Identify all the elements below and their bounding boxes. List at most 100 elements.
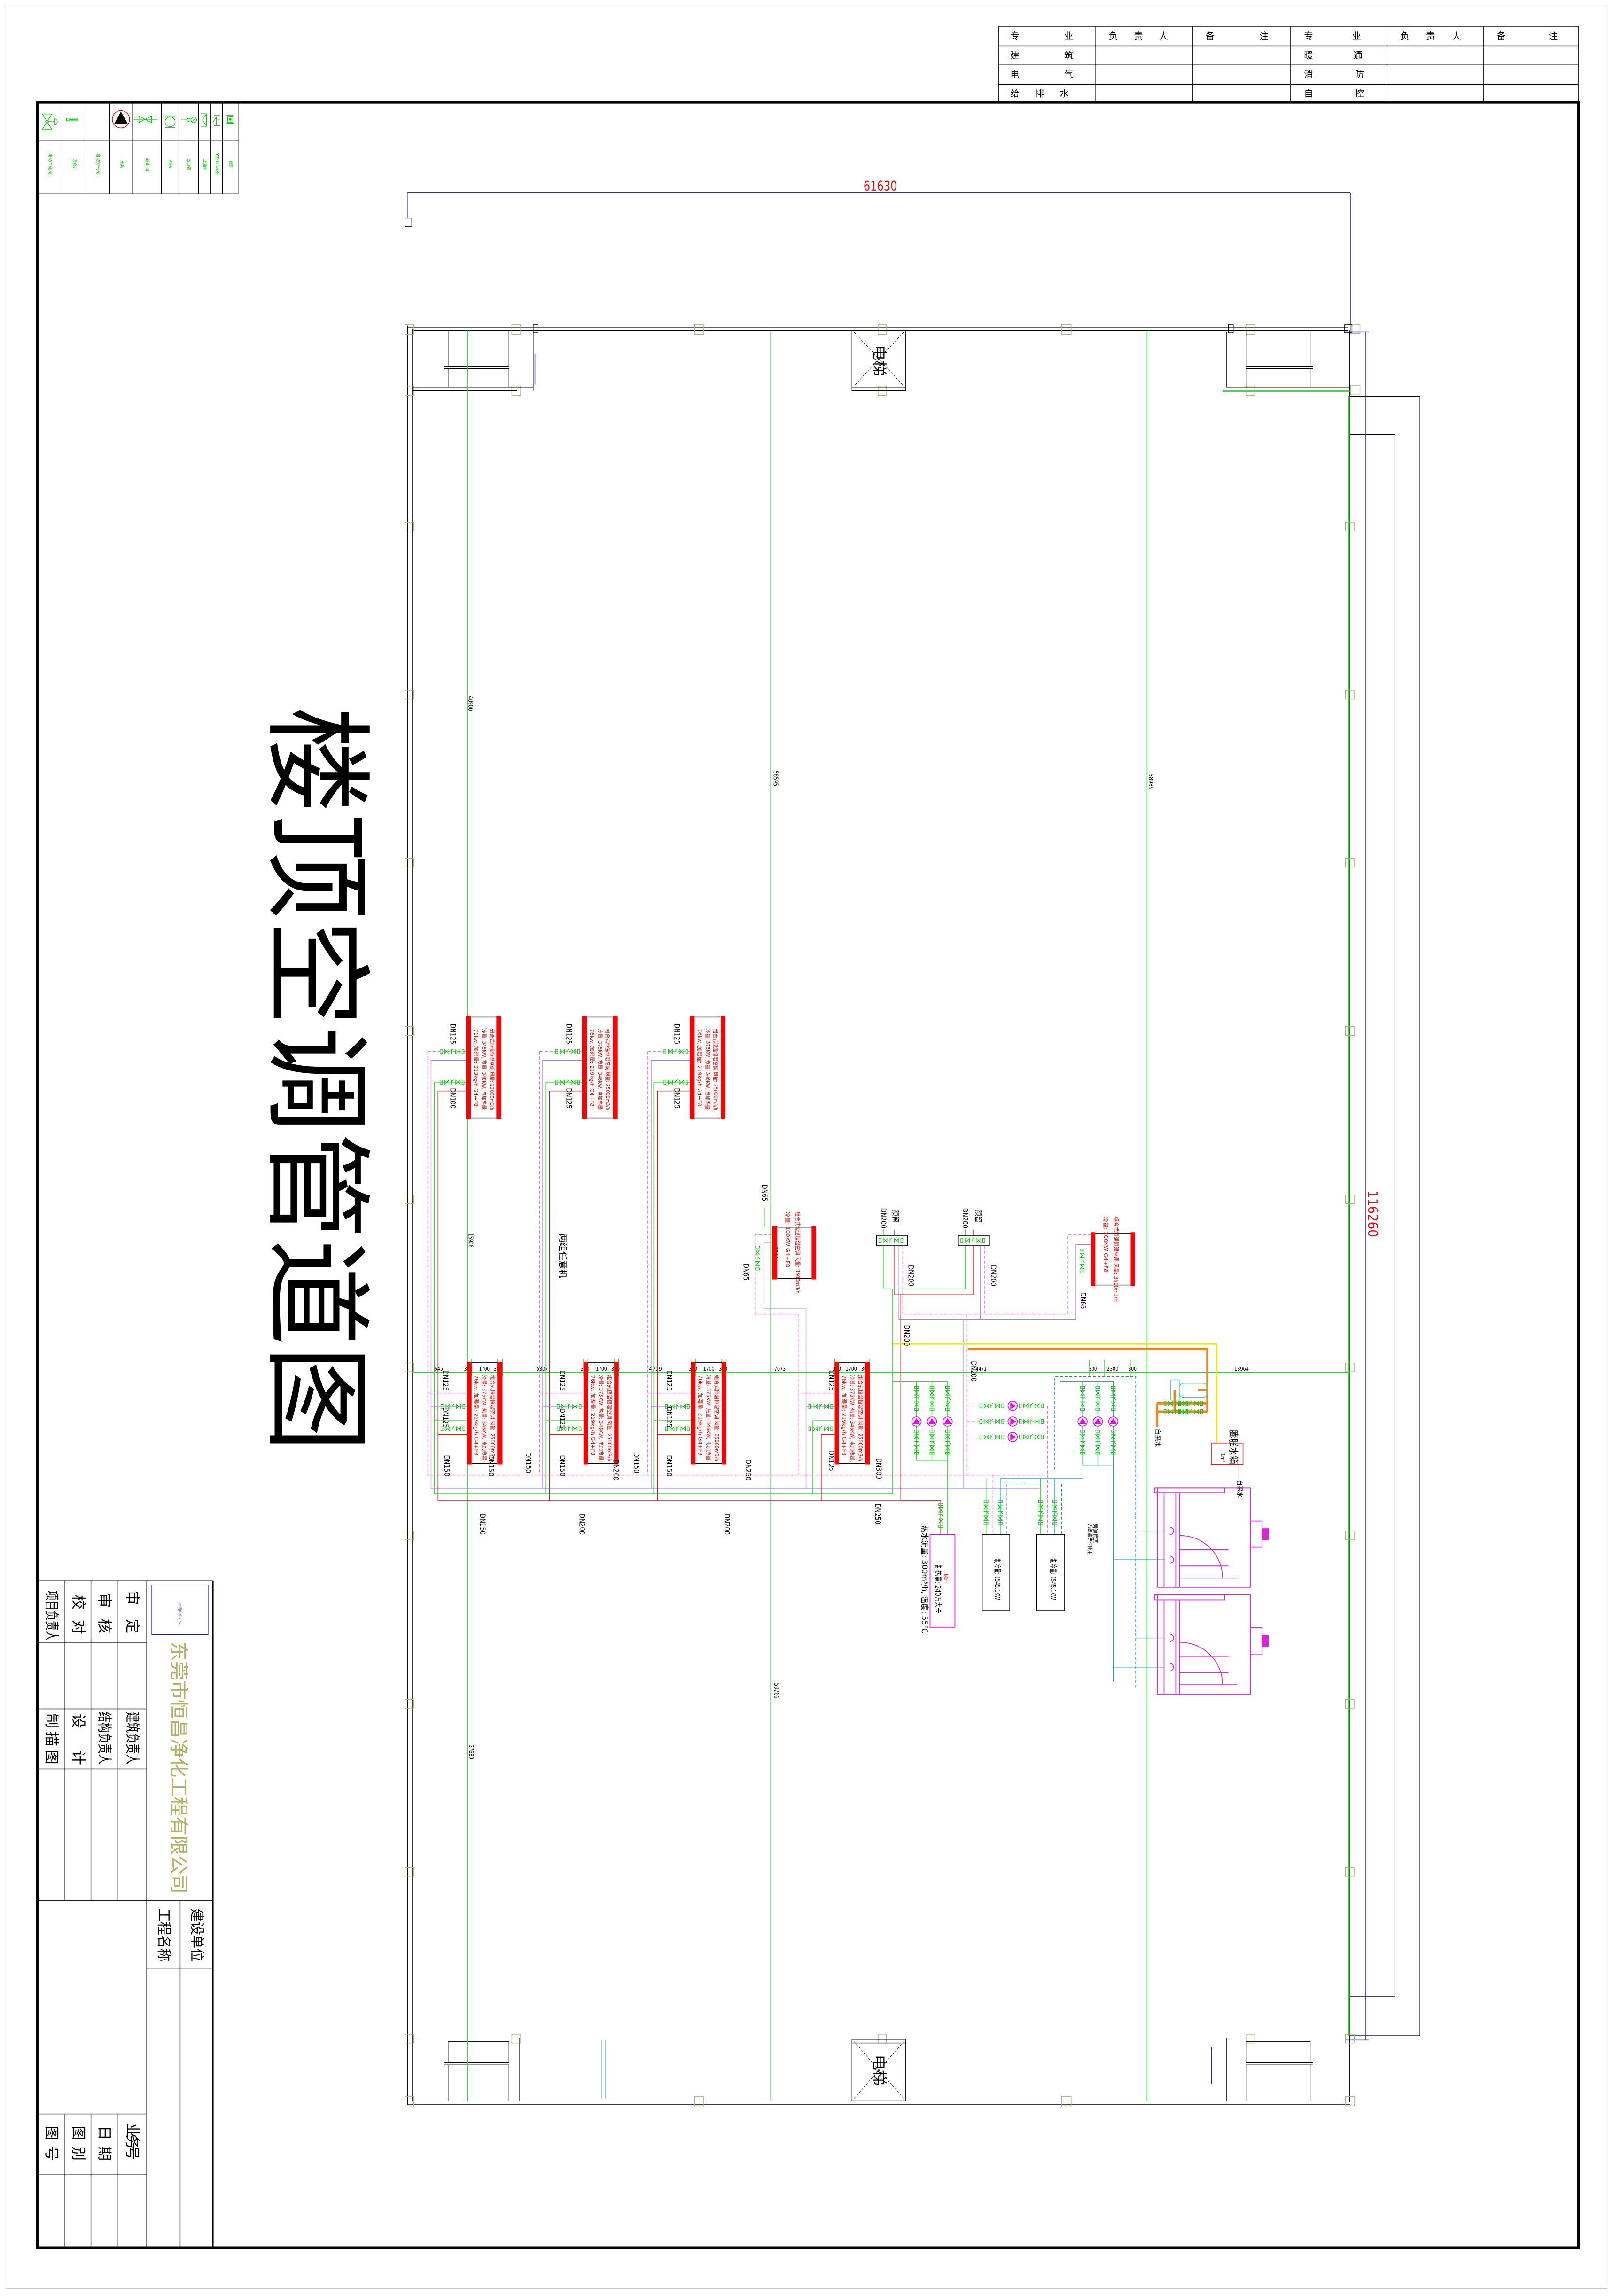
pipe-riser xyxy=(539,1051,799,1475)
column-marker xyxy=(405,2096,414,2107)
bypass-note: 旁通管道 系统清洗时使用 xyxy=(1087,1524,1099,1554)
column-marker xyxy=(405,858,414,868)
pipe-reserved-supply xyxy=(883,1229,966,1494)
stair-bottom-right xyxy=(1211,2038,1350,2101)
pipe-size-label: DN200 xyxy=(903,1325,911,1346)
unit-section xyxy=(772,1226,778,1280)
legend-label: 电动二通阀 xyxy=(47,153,53,174)
legend-label: 温度计 xyxy=(71,159,77,171)
legend-label: 压力表 xyxy=(187,159,192,171)
unit-section xyxy=(1091,1232,1096,1286)
elevator-cross xyxy=(854,332,904,386)
stair-flight xyxy=(1246,368,1311,388)
logo-placeholder-text: H:\公司资料\LOGO.png xyxy=(178,1602,182,1624)
pipe-size-label: DN125 xyxy=(672,1088,681,1109)
pipe-size-label: DN65 xyxy=(741,1264,750,1281)
chiller-1: 制冷量: 1545.1KW xyxy=(982,1534,1010,1611)
stair-flight xyxy=(1246,2041,1311,2063)
legend-label: 水泵 xyxy=(119,160,125,168)
pipe-size-label: DN200 xyxy=(907,1265,915,1286)
pipe-size-label: DN250 xyxy=(744,1460,752,1481)
column-note: 两组任意机 xyxy=(557,1234,567,1279)
pipe-size-labels: DN125 DN100 DN125 DN125 DN125 DN125 DN12… xyxy=(441,1023,1087,1535)
cooling-tower-1 xyxy=(1154,1487,1269,1588)
unit-spec-line: 冷量: 375KW, 热量: 346KW, 电加热量: xyxy=(481,1375,487,1462)
pipe-size-label: DN125 xyxy=(565,1088,573,1109)
pipe-size-label: DN150 xyxy=(632,1452,640,1473)
axis-dimension: 37689 xyxy=(468,1745,475,1759)
label-client: 建设单位 xyxy=(188,1908,205,1961)
column-marker xyxy=(405,690,414,700)
header-discipline-2: 专业 xyxy=(1304,31,1361,41)
approval-table: 专业 负责人 备注 专业 负责人 备注 建筑 电气 给排水 暖通 消防 自控 xyxy=(998,26,1579,103)
stair-flight xyxy=(448,2064,509,2101)
pipe-size-label: DN125 xyxy=(441,1370,450,1391)
elevator-shaft xyxy=(851,2039,906,2101)
tower-top-rail xyxy=(1154,1594,1225,1601)
stair-flight xyxy=(448,330,509,367)
unit-section xyxy=(613,1016,618,1119)
pipe-size-label: DN200 xyxy=(611,1460,620,1481)
ac-unit-t2: 组合式恒温恒湿空调 风量: 25000m3/h 冷量: 375KW, 热量: 3… xyxy=(582,1016,618,1119)
pipe-size-label: DN125 xyxy=(441,1407,450,1428)
unit-spec-line: 冷量: 375KW, 热量: 346KW, 电加热量: xyxy=(704,1029,710,1111)
pipe-size-label: DN125 xyxy=(827,1451,835,1471)
pipe-size-label: DN250 xyxy=(873,1503,881,1524)
column-marker xyxy=(405,1531,414,1540)
stair-bottom-left xyxy=(412,2038,606,2101)
cooling-loop-dashed xyxy=(1054,1376,1136,1689)
column-marker xyxy=(878,2034,887,2044)
legend-label: 蝶阀 xyxy=(228,161,234,167)
tower-top-rail xyxy=(1154,1487,1225,1494)
discipline-electrical: 电气 xyxy=(1010,69,1073,80)
pipe-size-label: DN150 xyxy=(558,1455,567,1476)
column-marker xyxy=(405,2034,414,2044)
column-marker xyxy=(1246,324,1255,335)
pipe-size-label: DN125 xyxy=(665,1407,673,1428)
column-marker xyxy=(1345,2034,1355,2044)
column-marker xyxy=(1061,2096,1072,2107)
discipline-plumbing: 给排水 xyxy=(1010,88,1068,99)
column-marker xyxy=(1345,2096,1355,2107)
stair-flight xyxy=(1246,2064,1311,2101)
label-checked: 校对 xyxy=(70,1595,86,1634)
spacing-dim: 1700 xyxy=(846,1366,857,1372)
pipe-size-label: DN150 xyxy=(487,1455,495,1476)
company-name: 东莞市恒昌净化工程有限公司 xyxy=(168,1641,190,1894)
pump-icon xyxy=(1077,1416,1088,1427)
spacing-dim: 1700 xyxy=(479,1366,490,1372)
boiler-tag: 锅炉 xyxy=(943,1574,949,1583)
y-strainer-icon xyxy=(212,115,220,126)
pressure-gauge-icon xyxy=(181,117,197,123)
pipe-size-label: DN125 xyxy=(448,1023,457,1044)
unit-spec-line: 冷量: 100KW G4+F8 xyxy=(1102,1217,1108,1272)
valve-cluster-icon xyxy=(879,1237,904,1243)
unit-section xyxy=(467,1361,472,1465)
pump-icon xyxy=(1007,1431,1018,1443)
unit-spec-line: 组合式恒温恒湿空调 风量: 25000m3/h xyxy=(857,1375,864,1461)
page-border xyxy=(5,5,1608,2289)
column-marker xyxy=(1350,324,1361,334)
legend-grid xyxy=(37,102,239,195)
pipe-size-label: DN65 xyxy=(1079,1292,1087,1309)
spacing-dim: 645 xyxy=(434,1366,443,1372)
unit-spec-line: 冷量: 375KW, 热量: 346KW, 电加热量: xyxy=(705,1375,711,1462)
column-post xyxy=(1228,324,1234,333)
discipline-fire: 消防 xyxy=(1304,69,1364,80)
valve-cluster-icon xyxy=(755,1245,761,1271)
pipe-size-label: DN100 xyxy=(448,1088,457,1109)
page-title: 楼顶空调管道图 xyxy=(253,706,379,1452)
unit-spec-line: 76kw, 加湿量: 219kg/h G4+F8 xyxy=(589,1029,595,1107)
title-block-grid xyxy=(37,1580,214,2248)
label-designer: 设计 xyxy=(70,1714,86,1765)
valve-clusters xyxy=(440,1048,1085,1432)
pipe-size-label: DN200 xyxy=(969,1361,978,1382)
pipe-size-label: DN300 xyxy=(874,1458,883,1479)
unit-spec-line: 组合式恒温恒湿空调 风量: 3500m3/h xyxy=(1113,1217,1119,1302)
unit-spec-line: 组合式恒温恒湿空调 风量: 25000m3/h xyxy=(606,1375,613,1461)
boiler-body xyxy=(929,1534,956,1628)
column-post xyxy=(533,324,539,333)
column-marker xyxy=(405,522,414,531)
column-marker xyxy=(511,324,521,335)
